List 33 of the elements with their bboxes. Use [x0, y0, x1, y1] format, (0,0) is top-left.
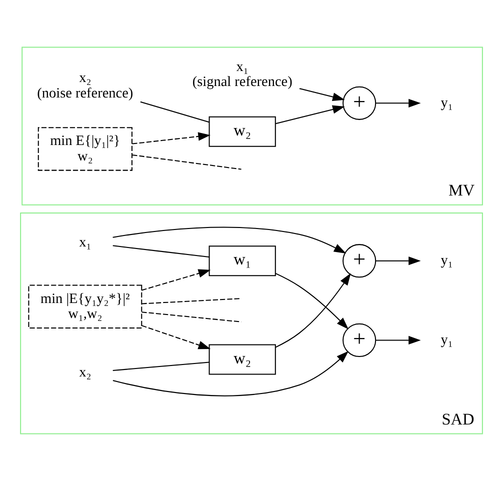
arrow	[275, 273, 351, 348]
connector	[142, 312, 242, 322]
node-text: x₁	[79, 234, 92, 250]
arrow	[112, 226, 346, 254]
node-circle: +	[342, 323, 376, 357]
arrow	[299, 88, 345, 102]
arrow	[142, 269, 211, 291]
node-box: min |E{y₁y₂*}|² w₁,w₂	[28, 284, 142, 328]
node-box: w₁	[208, 246, 276, 276]
node-text: y₁	[440, 332, 453, 348]
node-text: x₁ (signal reference)	[192, 58, 292, 90]
arrow	[376, 256, 421, 266]
arrow	[112, 350, 349, 396]
arrow	[376, 98, 421, 108]
connector	[140, 101, 210, 123]
node-circle: +	[342, 86, 376, 120]
arrow	[276, 105, 345, 124]
node-box: w₂	[208, 344, 276, 375]
node-box: min E{|y₁|²} w₂	[38, 127, 132, 171]
node-box: w₂	[208, 116, 276, 147]
connector	[132, 154, 242, 170]
arrow	[376, 336, 421, 344]
node-text: y₁	[440, 252, 453, 269]
node-circle: +	[342, 244, 376, 278]
arrow	[275, 272, 349, 330]
arrow	[142, 325, 211, 350]
connector	[112, 245, 210, 258]
connector	[112, 362, 210, 371]
node-text: y₁	[440, 94, 453, 111]
connector	[142, 298, 242, 304]
node-text: x₂ (noise reference)	[37, 70, 134, 102]
node-text: x₂	[79, 364, 92, 381]
arrow	[132, 132, 210, 144]
